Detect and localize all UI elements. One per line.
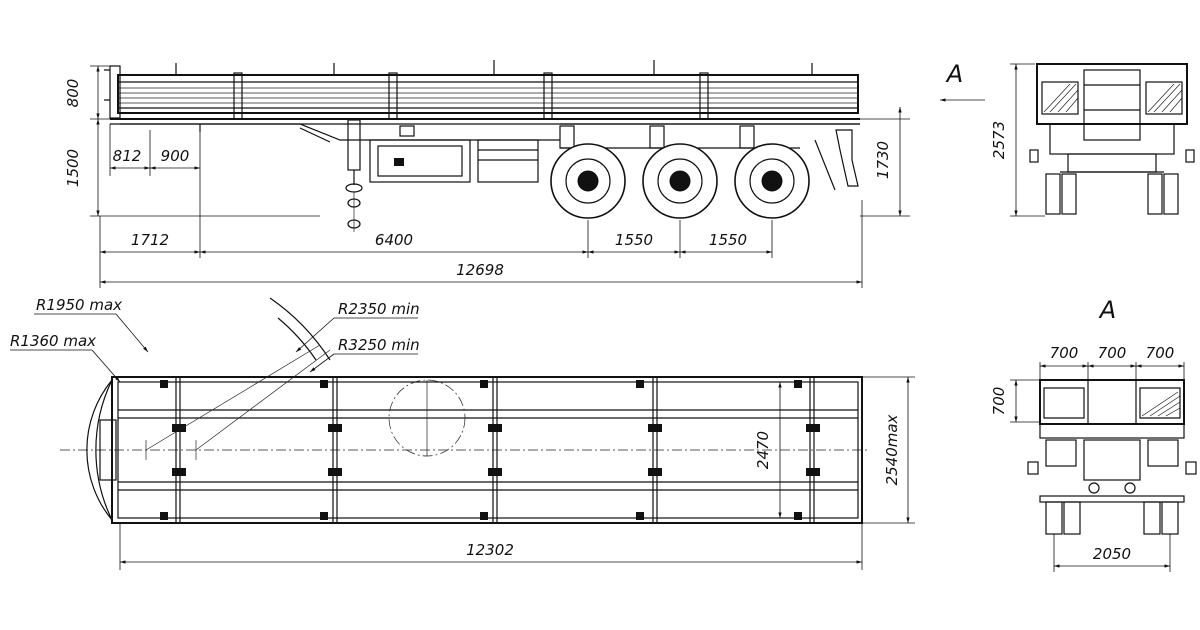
stake-pockets [160,380,820,520]
view-label-a-rear: A [1098,296,1116,324]
dim-800: 800 [64,79,82,108]
dim-2540max: 2540max [883,414,901,485]
dim-12698: 12698 [456,261,504,279]
dim-1550-a: 1550 [615,231,653,249]
dim-1550-b: 1550 [709,231,747,249]
top-width-dims: 2470 2540max [754,376,915,524]
dim-700-vertical: 700 [990,387,1008,416]
view-arrow-a: A [940,60,985,102]
side-boards [104,60,859,120]
cross-members [175,377,815,523]
dim-r2350: R2350 min [338,300,420,318]
dim-r1950: R1950 max [36,296,122,314]
dim-1712: 1712 [131,231,169,249]
wheels [550,143,810,219]
dim-812: 812 [113,147,142,165]
dim-2470: 2470 [754,431,772,469]
dim-12302: 12302 [466,541,514,559]
dim-r3250: R3250 min [338,336,420,354]
dim-900: 900 [161,147,190,165]
front-view: 2573 [990,63,1195,217]
side-dims-bottom: 1712 6400 1550 1550 12698 [99,200,863,288]
top-view: R1950 max R1360 max R2350 min R3250 min … [10,296,915,570]
side-view: 800 1500 812 900 1730 [64,60,910,288]
dim-1500: 1500 [64,149,82,187]
view-label-a: A [945,60,963,88]
dim-700-b: 700 [1098,344,1127,362]
radius-labels: R1950 max R1360 max R2350 min R3250 min [10,296,420,383]
deck-frame [110,118,860,232]
dim-700-a: 700 [1050,344,1079,362]
rear-view: A 700 700 700 700 [990,296,1197,572]
side-dims-hitch: 812 900 [109,124,201,258]
side-dims-left: 800 1500 [64,65,320,217]
top-length-dim: 12302 [119,523,863,570]
dim-700-c: 700 [1146,344,1175,362]
dim-2573: 2573 [990,121,1008,159]
dim-6400: 6400 [375,231,413,249]
dim-2050: 2050 [1093,545,1131,563]
dim-r1360: R1360 max [10,332,96,350]
side-dims-right: 1730 [860,107,910,217]
dim-1730: 1730 [874,141,892,179]
